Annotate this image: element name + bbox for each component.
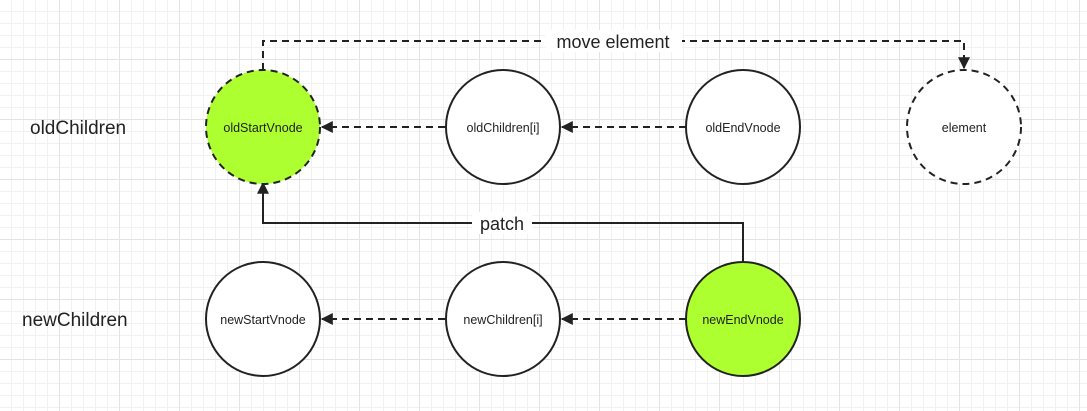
old-children-row-label: oldChildren [30,118,126,139]
svg-text:oldEndVnode: oldEndVnode [705,121,780,135]
move-element-label: move element [556,32,669,52]
node-old-children-i: oldChildren[i] [445,69,561,185]
edge-move-element: move element [262,30,970,70]
svg-text:oldStartVnode: oldStartVnode [223,121,302,135]
node-old-start-vnode: oldStartVnode [205,69,321,185]
node-new-end-vnode: newEndVnode [685,261,801,377]
node-old-end-vnode: oldEndVnode [685,69,801,185]
node-element: element [906,69,1022,185]
edge-patch: patch [257,181,744,262]
svg-text:newEndVnode: newEndVnode [702,313,783,327]
svg-text:newStartVnode: newStartVnode [220,313,306,327]
node-new-start-vnode: newStartVnode [205,261,321,377]
svg-text:oldChildren[i]: oldChildren[i] [467,121,540,135]
svg-text:element: element [942,121,987,135]
svg-text:newChildren[i]: newChildren[i] [463,313,542,327]
node-new-children-i: newChildren[i] [445,261,561,377]
patch-label: patch [480,214,524,234]
new-children-row-label: newChildren [22,310,128,331]
